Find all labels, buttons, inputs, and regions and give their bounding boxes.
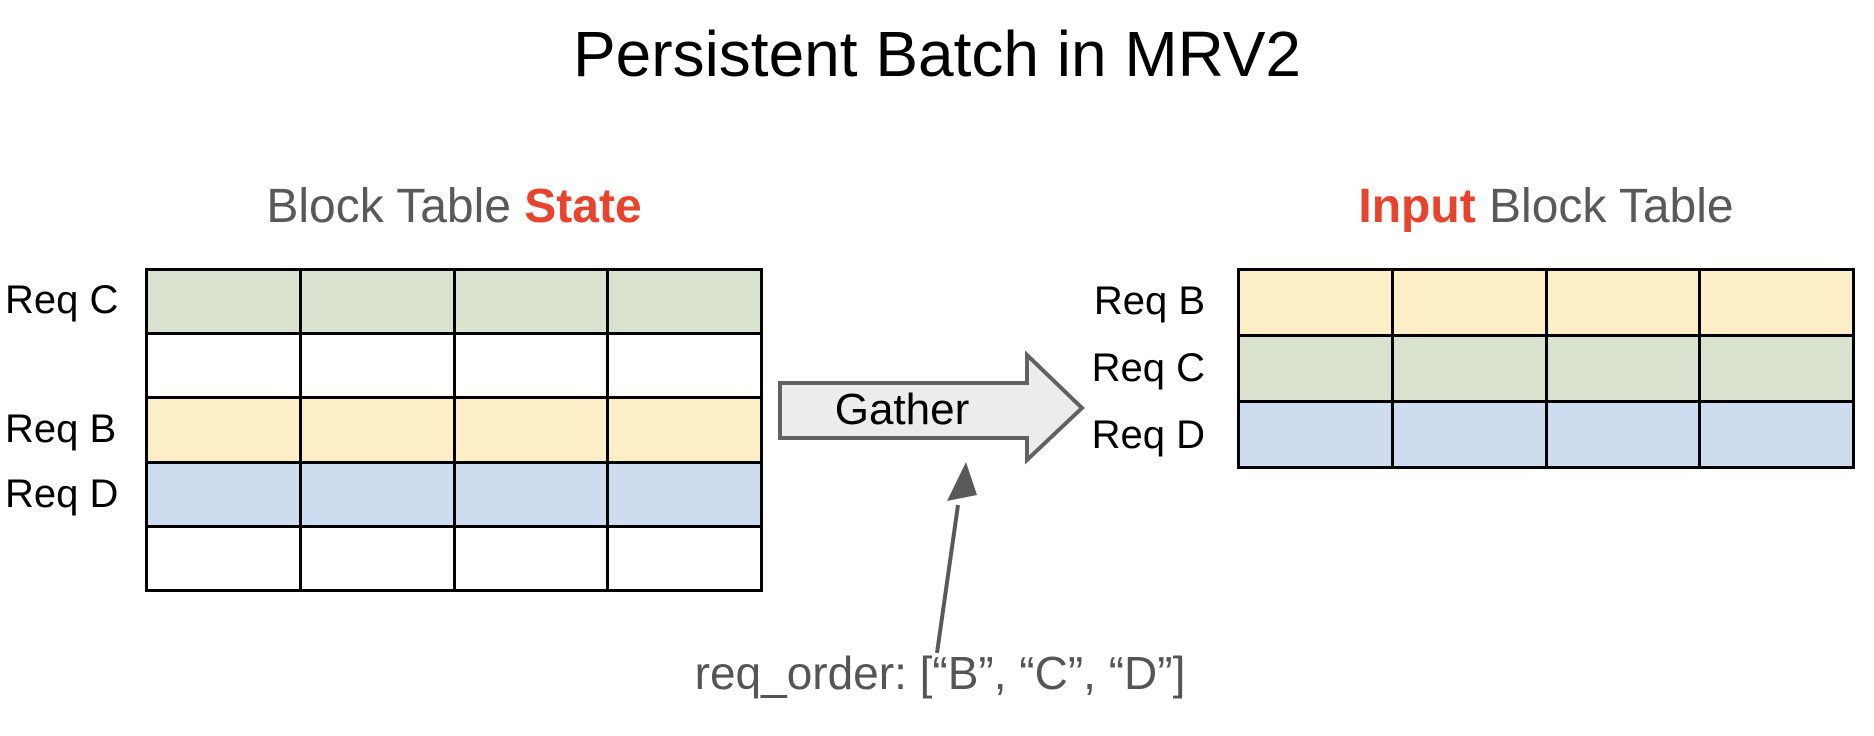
input-table-row-labels: Req B Req C Req D [1000,268,1205,469]
block-cell-yellow [609,399,760,461]
slide-title: Persistent Batch in MRV2 [572,18,1302,90]
block-cell-yellow [1547,271,1699,334]
block-cell-green [609,271,760,333]
block-cell-yellow [301,399,453,461]
block-cell-yellow [1701,271,1852,334]
block-cell-yellow [1393,271,1545,334]
input-block-table [1237,268,1855,469]
gather-arrow-icon [778,350,1085,465]
block-cell-green [301,271,453,333]
block-cell-green [455,271,607,333]
state-table-row-labels: Req C Req B Req D [5,268,137,592]
row-label [5,333,137,398]
block-cell-yellow [148,399,299,461]
block-cell-green [148,271,299,333]
row-label: Req C [5,277,119,322]
block-cell-green [1393,337,1545,400]
heading-text-plain: Block Table [1475,180,1734,233]
block-cell-blue [1547,403,1699,466]
heading-text-plain: Block Table [266,180,525,233]
block-cell-blue [609,463,760,525]
row-label: Req C [1091,346,1205,390]
state-block-table [145,268,763,592]
row-label: Req B [1093,279,1205,323]
block-cell-white [609,527,760,589]
block-cell-white [301,527,453,589]
block-cell-white [455,335,607,397]
block-cell-blue [1393,403,1545,466]
block-cell-white [609,335,760,397]
block-cell-yellow [1240,271,1391,334]
heading-text-accent: State [524,180,642,233]
block-cell-yellow [455,399,607,461]
heading-text-accent: Input [1358,180,1476,233]
block-cell-white [148,335,299,397]
block-cell-blue [1240,403,1391,466]
gather-arrow-label: Gather [834,384,970,434]
row-label: Req B [5,407,117,452]
row-label: Req D [1091,413,1205,457]
input-table-heading: Input Block Table [1237,178,1855,236]
block-cell-green [1701,337,1852,400]
row-label: Req D [5,472,119,517]
state-table-heading: Block Table State [145,178,763,236]
block-cell-green [1547,337,1699,400]
block-cell-white [301,335,453,397]
block-cell-blue [301,463,453,525]
block-cell-green [1240,337,1391,400]
req-order-annotation: req_order: [“B”, “C”, “D”] [694,647,1186,699]
block-cell-blue [1701,403,1852,466]
block-cell-blue [148,463,299,525]
row-label [5,527,137,592]
block-cell-blue [455,463,607,525]
annotation-arrow-icon [935,462,977,654]
block-cell-white [455,527,607,589]
block-cell-white [148,527,299,589]
